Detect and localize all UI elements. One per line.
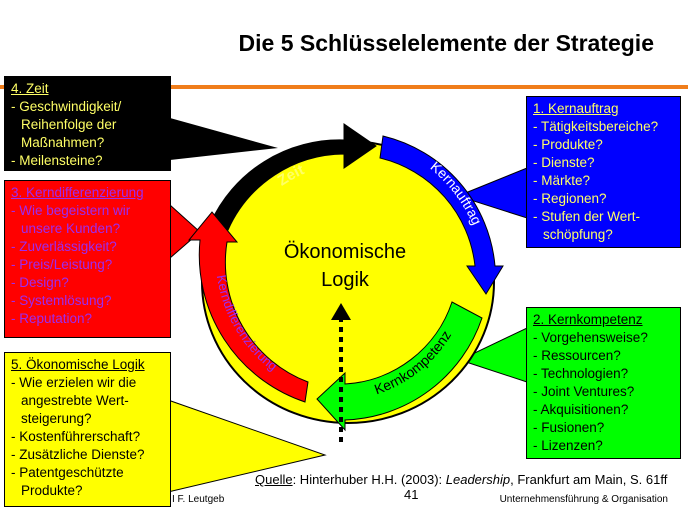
box-logik-header: 5. Ökonomische Logik — [11, 357, 145, 372]
dotted-arrow-head — [331, 303, 351, 320]
source-book-title: Leadership — [445, 472, 511, 487]
box-kerndifferenzierung-item: Reputation? — [11, 310, 164, 328]
page-number: 41 — [404, 487, 419, 502]
box-kerndifferenzierung-item: Preis/Leistung? — [11, 256, 164, 274]
source-text-post: , Frankfurt am Main, S. 61ff — [510, 472, 668, 487]
box-kernkompetenz-item: Akquisitionen? — [533, 401, 674, 419]
slide-title: Die 5 Schlüsselelemente der Strategie — [238, 30, 654, 56]
box-kernauftrag: 1. Kernauftrag Tätigkeitsbereiche? Produ… — [526, 96, 681, 248]
box-kernkompetenz-item: Vorgehensweise? — [533, 329, 674, 347]
zeit-connector — [170, 118, 278, 160]
box-zeit: 4. Zeit Geschwindigkeit/ Reihenfolge der… — [4, 76, 171, 171]
source-label: Quelle — [255, 472, 293, 487]
box-kernkompetenz-item: Joint Ventures? — [533, 383, 674, 401]
source-citation: Quelle: Hinterhuber H.H. (2003): Leaders… — [255, 472, 667, 487]
box-kernauftrag-item: Märkte? — [533, 172, 674, 190]
accent-bar — [0, 85, 688, 89]
box-kerndifferenzierung-header: 3. Kerndifferenzierung — [11, 185, 144, 200]
box-zeit-header: 4. Zeit — [11, 81, 49, 96]
center-text-line2: Logik — [321, 269, 370, 291]
box-zeit-item: Meilensteine? — [11, 152, 164, 170]
box-oekonomische-logik: 5. Ökonomische Logik Wie erzielen wir di… — [4, 352, 171, 507]
box-logik-item: Kostenführerschaft? — [11, 428, 164, 446]
box-logik-item: Zusätzliche Dienste? — [11, 446, 164, 464]
box-kernauftrag-item: Regionen? — [533, 190, 674, 208]
box-kerndifferenzierung-item: Zuverlässigkeit? — [11, 238, 164, 256]
box-kerndifferenzierung-item: Wie begeistern wir unsere Kunden? — [11, 202, 164, 238]
kerndifferenzierung-arrow — [187, 211, 309, 403]
box-zeit-item: Geschwindigkeit/ Reihenfolge der Maßnahm… — [11, 98, 164, 152]
box-kernkompetenz-item: Technologien? — [533, 365, 674, 383]
box-kernkompetenz-item: Fusionen? — [533, 419, 674, 437]
box-kernkompetenz: 2. Kernkompetenz Vorgehensweise? Ressour… — [526, 307, 681, 459]
box-kernauftrag-item: Dienste? — [533, 154, 674, 172]
footer-course: Unternehmensführung & Organisation — [499, 494, 668, 505]
center-text-line1: Ökonomische — [284, 241, 406, 263]
zeit-arrow — [209, 123, 377, 231]
kernauftrag-arrow — [379, 135, 504, 295]
box-kernkompetenz-header: 2. Kernkompetenz — [533, 312, 643, 327]
footer-author: I F. Leutgeb — [172, 494, 225, 505]
box-kernauftrag-item: Stufen der Wert-schöpfung? — [533, 208, 674, 244]
box-kernauftrag-item: Tätigkeitsbereiche? — [533, 118, 674, 136]
box-kerndifferenzierung-item: Systemlösung? — [11, 292, 164, 310]
box-kernkompetenz-item: Ressourcen? — [533, 347, 674, 365]
source-text-pre: : Hinterhuber H.H. (2003): — [292, 472, 446, 487]
box-kernkompetenz-item: Lizenzen? — [533, 437, 674, 455]
box-logik-item: Wie erzielen wir die angestrebte Wert-st… — [11, 374, 164, 428]
box-kerndifferenzierung: 3. Kerndifferenzierung Wie begeistern wi… — [4, 180, 171, 338]
box-kerndifferenzierung-item: Design? — [11, 274, 164, 292]
kernkompetenz-arrow — [316, 301, 483, 432]
box-kernauftrag-item: Produkte? — [533, 136, 674, 154]
box-kernauftrag-header: 1. Kernauftrag — [533, 101, 619, 116]
box-logik-item: Patentgeschützte Produkte? — [11, 464, 164, 500]
